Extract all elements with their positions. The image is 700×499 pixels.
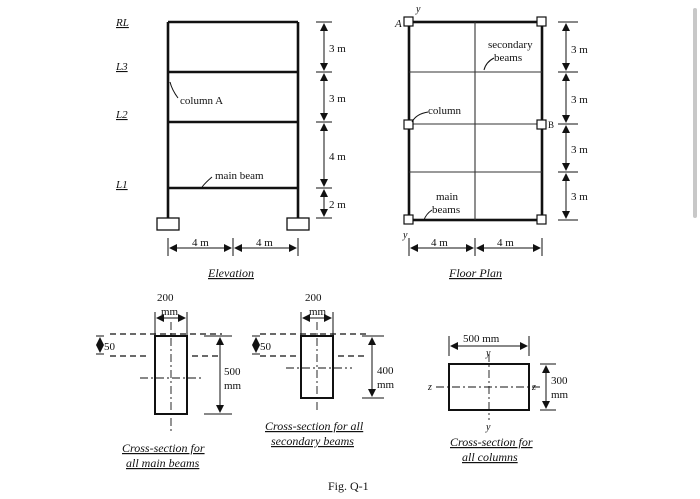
main-beam-section: 200 mm 50 500 mm Cross-section for all m… — [96, 292, 242, 470]
column-axis-y-top: y — [485, 348, 491, 359]
plan-span-1: 4 m — [431, 237, 448, 249]
main-section-width: 200 — [157, 292, 174, 304]
secondary-section-depth-unit: mm — [377, 379, 395, 391]
floor-plan-view: y y A B secondary beams column main beam… — [394, 4, 588, 280]
main-section-width-unit: mm — [161, 306, 179, 318]
main-section-flange: 50 — [104, 341, 116, 353]
plan-axis-y-top: y — [415, 4, 421, 15]
scrollbar[interactable] — [693, 8, 697, 218]
level-rl-label: RL — [115, 17, 129, 29]
figure-label: Fig. Q-1 — [328, 479, 369, 493]
plan-height-4: 3 m — [571, 191, 588, 203]
main-beam-label: main beam — [215, 170, 264, 182]
column-section-depth: 300 — [551, 375, 568, 387]
plan-height-3: 3 m — [571, 144, 588, 156]
elev-height-3: 4 m — [329, 151, 346, 163]
level-l2-label: L2 — [115, 109, 128, 121]
main-section-depth-unit: mm — [224, 380, 242, 392]
level-l1-label: L1 — [115, 179, 128, 191]
plan-span-2: 4 m — [497, 237, 514, 249]
column-marker — [536, 119, 547, 130]
main-beam-leader — [201, 176, 213, 188]
column-a-leader — [169, 81, 179, 99]
point-a-label: A — [394, 18, 402, 30]
column-marker — [403, 119, 414, 130]
main-section-depth: 500 — [224, 366, 241, 378]
elevation-caption: Elevation — [207, 266, 254, 280]
elevation-left-footing — [156, 217, 180, 231]
column-marker — [403, 16, 414, 27]
column-section-caption-1: Cross-section for — [450, 435, 533, 449]
column-marker — [536, 214, 547, 225]
column-section-caption-2: all columns — [462, 450, 518, 464]
column-marker — [403, 214, 414, 225]
column-a-label: column A — [180, 95, 223, 107]
elev-span-1: 4 m — [192, 237, 209, 249]
secondary-section-caption-1: Cross-section for all — [265, 419, 364, 433]
column-section-depth-unit: mm — [551, 389, 569, 401]
secondary-section-width: 200 — [305, 292, 322, 304]
plan-column-label: column — [428, 105, 461, 117]
secondary-section-flange: 50 — [260, 341, 272, 353]
floor-plan-caption: Floor Plan — [448, 266, 502, 280]
main-beams-label: main beams — [432, 191, 461, 216]
elev-height-2: 3 m — [329, 93, 346, 105]
main-section-caption-1: Cross-section for — [122, 441, 205, 455]
elev-height-1: 3 m — [329, 43, 346, 55]
column-marker — [536, 16, 547, 27]
plan-axis-y-bottom: y — [402, 230, 408, 241]
column-section: 500 mm y z z y 300 mm Cross-section for … — [427, 333, 569, 464]
secondary-beam-section: 200 mm 50 400 mm Cross-section for all s… — [252, 292, 395, 448]
main-section-caption-2: all main beams — [126, 456, 200, 470]
column-axis-y-bottom: y — [485, 422, 491, 433]
elevation-right-footing — [286, 217, 310, 231]
elevation-view: RL L3 L2 L1 column A main beam 3 m 3 m 4… — [115, 17, 346, 280]
secondary-section-depth: 400 — [377, 365, 394, 377]
column-section-width: 500 mm — [463, 333, 500, 345]
point-b-label: B — [548, 120, 554, 130]
secondary-section-caption-2: secondary beams — [271, 434, 354, 448]
secondary-beams-label: secondary beams — [488, 39, 535, 64]
plan-height-1: 3 m — [571, 44, 588, 56]
elev-height-4: 2 m — [329, 199, 346, 211]
column-axis-z-right: z — [531, 382, 536, 393]
column-axis-z-left: z — [427, 382, 432, 393]
level-l3-label: L3 — [115, 61, 128, 73]
plan-height-2: 3 m — [571, 94, 588, 106]
secondary-section-width-unit: mm — [309, 306, 327, 318]
elev-span-2: 4 m — [256, 237, 273, 249]
